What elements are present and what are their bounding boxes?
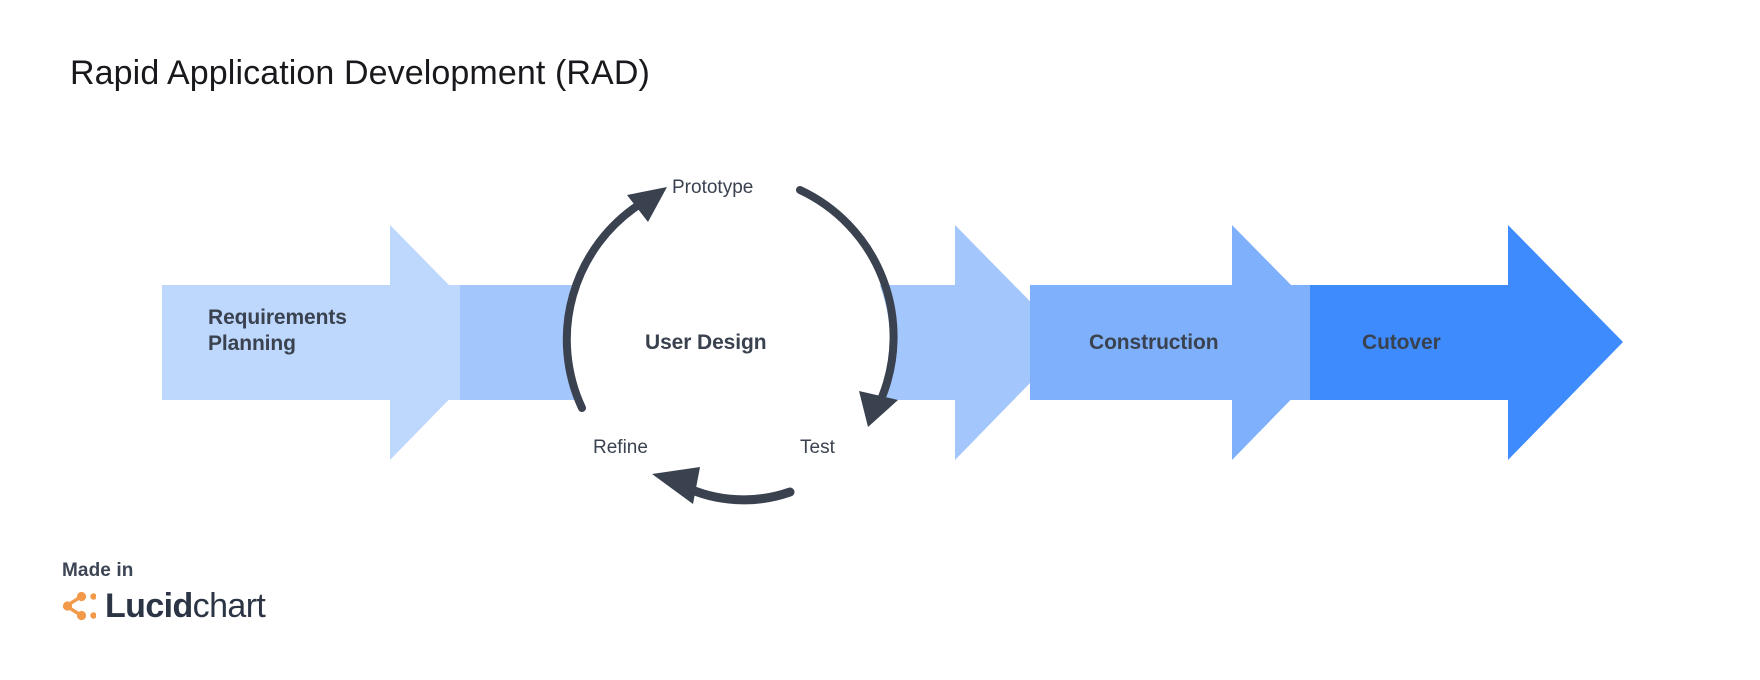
- stage-arrow-cutover[interactable]: [1310, 225, 1623, 460]
- cycle-arc-prototype-to-test: [796, 186, 898, 427]
- stage-label-cutover: Cutover: [1362, 331, 1441, 354]
- cycle-arc-test-to-refine: [652, 467, 795, 505]
- stage-arrow-requirements-planning[interactable]: [162, 225, 505, 460]
- stage4-bar: [1310, 285, 1510, 400]
- lucidchart-attribution: Made in Lucidchart: [62, 560, 266, 625]
- arrowhead-test: [859, 391, 898, 427]
- arrowhead-prototype: [627, 187, 667, 222]
- arrowhead-refine: [652, 467, 700, 504]
- cycle-arc-refine-to-prototype: [562, 187, 667, 412]
- lucid-nodes-icon: [62, 591, 96, 621]
- stage-label-construction: Construction: [1089, 331, 1219, 354]
- stage-arrow-construction[interactable]: [1030, 225, 1347, 460]
- page-title: Rapid Application Development (RAD): [70, 54, 650, 92]
- stage3-arrowhead: [1232, 225, 1347, 460]
- stage1-arrowhead: [390, 225, 505, 460]
- stage-label-user-design: User Design: [645, 331, 767, 354]
- cycle-label-test: Test: [800, 437, 835, 458]
- stage-label-requirements-planning: Requirements Planning: [208, 306, 347, 355]
- made-in-label: Made in: [62, 560, 134, 581]
- brand-bold: Lucid: [105, 587, 193, 625]
- brand-regular: chart: [192, 587, 266, 625]
- stage2-arrowhead: [955, 225, 1070, 460]
- cycle-label-prototype: Prototype: [672, 177, 754, 198]
- cycle-white-disc: [566, 180, 890, 504]
- lucidchart-wordmark: Lucidchart: [105, 587, 266, 625]
- stage4-arrowhead: [1508, 225, 1623, 460]
- cycle-label-refine: Refine: [593, 437, 648, 458]
